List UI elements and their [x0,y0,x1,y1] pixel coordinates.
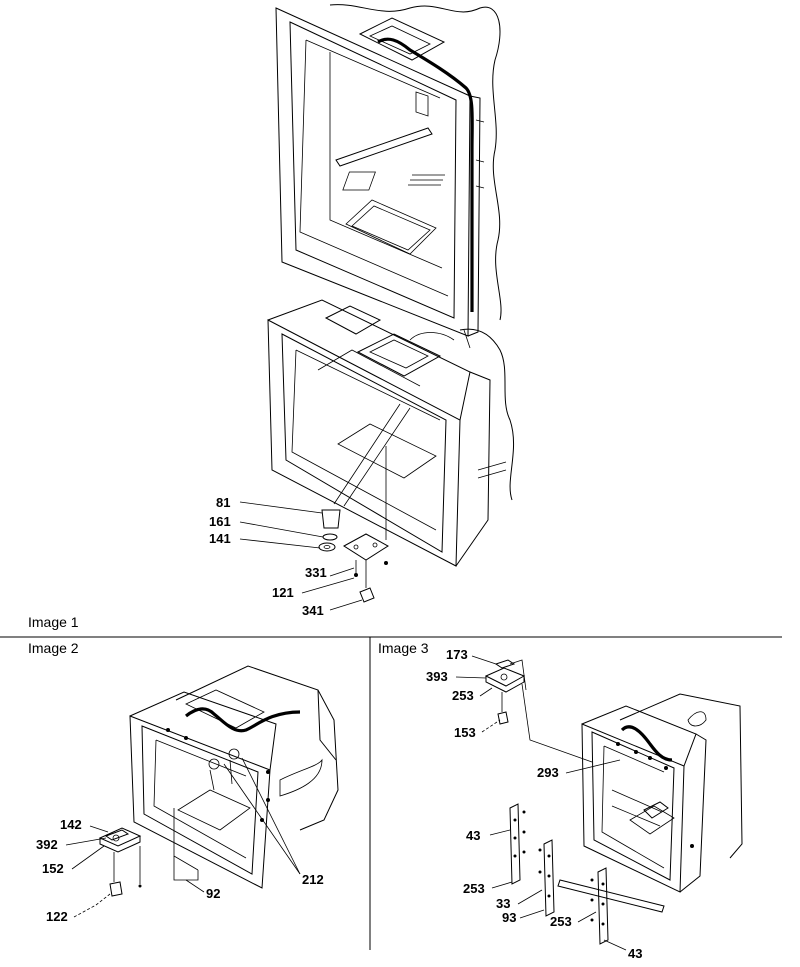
image2-cabinet [129,665,339,889]
wire-harness [377,37,474,312]
lower-cabinet-liner [267,299,515,567]
image3-caption: Image 3 [378,640,429,656]
image3-leaders [455,655,627,951]
callout-173: 173 [446,647,468,662]
callout-331: 331 [305,565,327,580]
callout-253-top: 253 [452,688,474,703]
image2-caption: Image 2 [28,640,79,656]
upper-cabinet-liner [275,4,502,337]
image3-cabinet [581,693,743,893]
callout-92: 92 [206,886,220,901]
image1-caption: Image 1 [28,614,79,630]
callout-152: 152 [42,861,64,876]
callout-141: 141 [209,531,231,546]
callout-392: 392 [36,837,58,852]
image3-hinge-parts [484,659,593,763]
callout-253-left: 253 [463,881,485,896]
callout-341: 341 [302,603,324,618]
callout-153: 153 [454,725,476,740]
callout-253-bottom: 253 [550,914,572,929]
callout-122: 122 [46,909,68,924]
image2-small-parts [98,827,142,897]
callout-43-left: 43 [466,828,480,843]
callout-293: 293 [537,765,559,780]
callout-81: 81 [216,495,230,510]
image3-wire-harness [620,725,673,762]
callout-93: 93 [502,910,516,925]
image1-leaders [239,501,363,611]
callout-33: 33 [496,896,510,911]
callout-393: 393 [426,669,448,684]
callout-212: 212 [302,872,324,887]
callout-43-bottom: 43 [628,946,642,961]
image2-leaders [65,757,301,918]
callout-161: 161 [209,514,231,529]
image2-wire-harness [185,707,301,733]
image3-hinge-strips [509,803,665,945]
callout-121: 121 [272,585,294,600]
image1-small-parts [318,509,389,603]
callout-142: 142 [60,817,82,832]
